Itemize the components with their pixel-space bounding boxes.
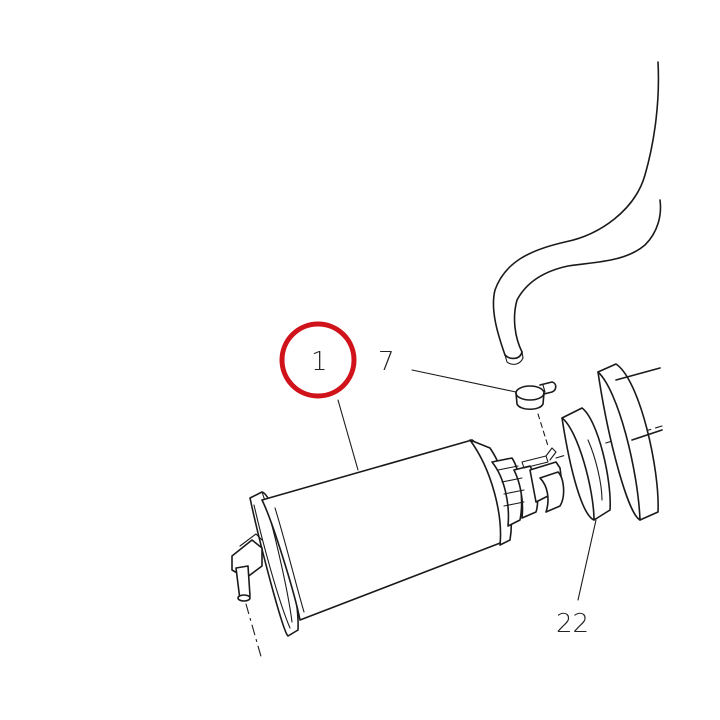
axis-line-nozzle — [245, 603, 263, 661]
highlight-ring — [279, 321, 357, 399]
leader-line-7 — [411, 369, 517, 393]
callout-1[interactable]: 1 — [311, 347, 328, 377]
leader-line-1 — [337, 399, 359, 471]
hose — [492, 61, 662, 365]
housing-end-right — [597, 363, 663, 521]
leader-line-22 — [577, 519, 597, 601]
cylinder-part-1 — [231, 439, 565, 637]
callout-7[interactable]: 7 — [378, 347, 395, 377]
callout-22[interactable]: 22 — [556, 609, 589, 639]
clip-part-7 — [515, 381, 557, 411]
axis-line-clip — [537, 413, 549, 447]
ring-part-22 — [561, 407, 611, 521]
